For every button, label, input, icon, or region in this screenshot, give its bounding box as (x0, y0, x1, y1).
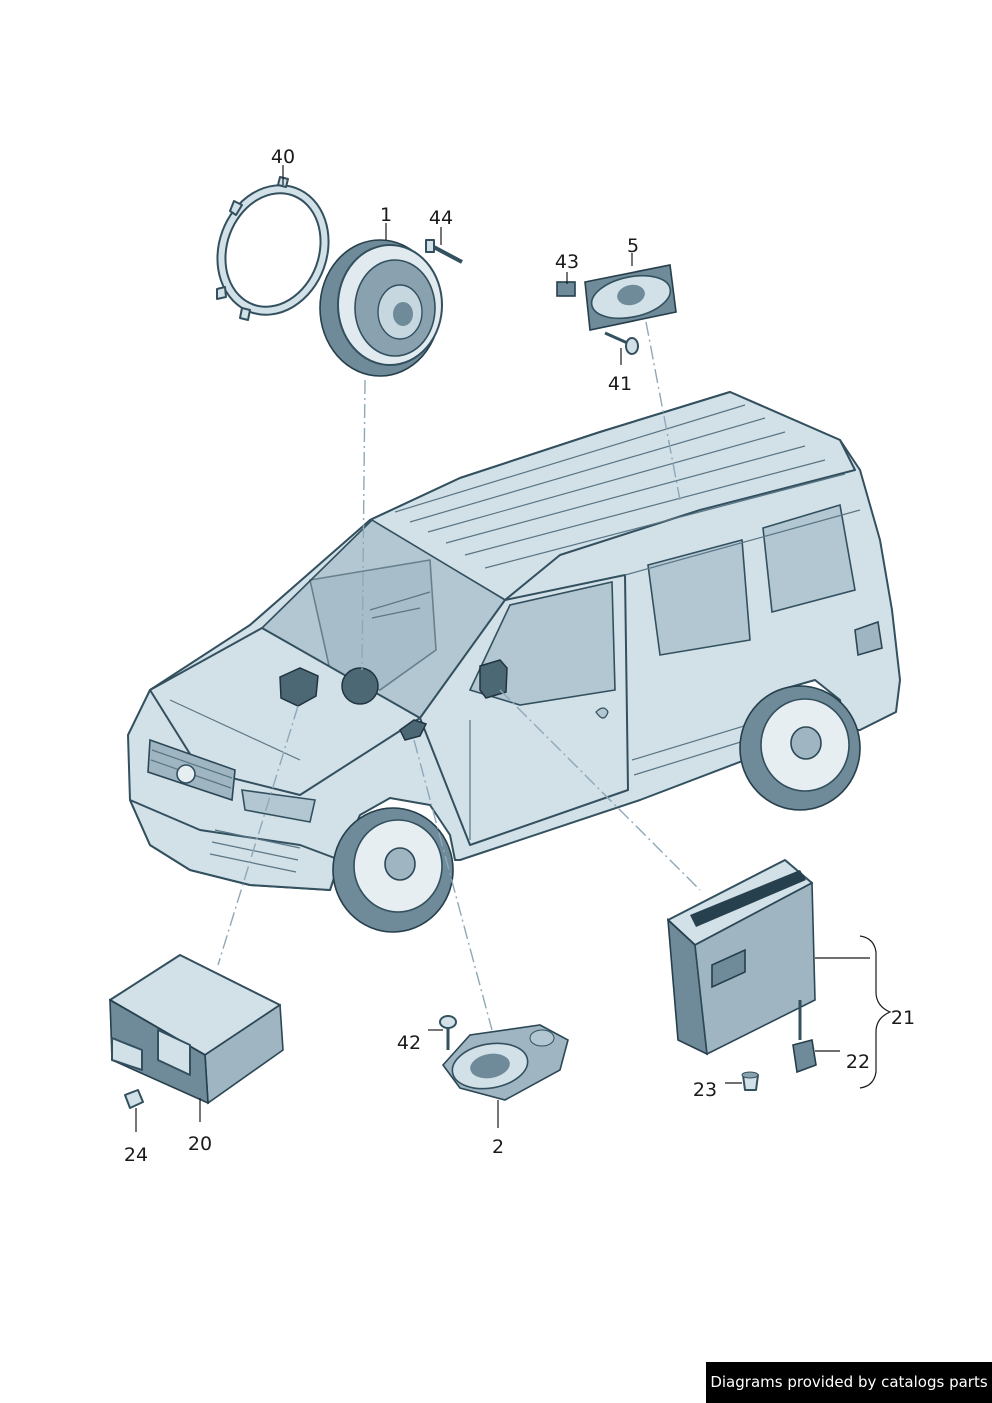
callout-leaders (135, 165, 892, 1132)
part-1-door-speaker (319, 239, 443, 377)
part-22-connector (792, 1039, 817, 1074)
callout-24: 24 (124, 1144, 148, 1166)
callout-44: 44 (429, 207, 453, 229)
vehicle-illustration (127, 391, 901, 933)
callout-20: 20 (188, 1133, 212, 1155)
part-42-screw (439, 1015, 457, 1050)
part-43-clip (556, 281, 576, 297)
callout-21: 21 (891, 1007, 915, 1029)
part-20-control-unit (109, 954, 284, 1105)
part-23-cap (741, 1071, 759, 1091)
dashed-leaders (217, 321, 701, 1031)
callout-2: 2 (492, 1136, 504, 1158)
callout-23: 23 (693, 1079, 717, 1101)
callout-41: 41 (608, 373, 632, 395)
callout-5: 5 (627, 235, 639, 257)
callout-1: 1 (380, 204, 392, 226)
callout-40: 40 (271, 146, 295, 168)
part-24-cap (124, 1089, 144, 1109)
credit-banner: Diagrams provided by catalogs parts (706, 1362, 992, 1403)
callout-labels: 40 1 44 43 5 41 21 22 23 42 2 20 24 (124, 146, 915, 1166)
part-44-clip (425, 239, 463, 264)
part-41-screw (604, 331, 639, 355)
callout-22: 22 (846, 1051, 870, 1073)
part-40-speaker-ring (216, 176, 330, 321)
part-2-dashboard-speaker (441, 1024, 569, 1101)
part-5-oval-speaker (584, 264, 677, 331)
callout-42: 42 (397, 1032, 421, 1054)
callout-43: 43 (555, 251, 579, 273)
part-21-radio-unit (667, 859, 816, 1056)
